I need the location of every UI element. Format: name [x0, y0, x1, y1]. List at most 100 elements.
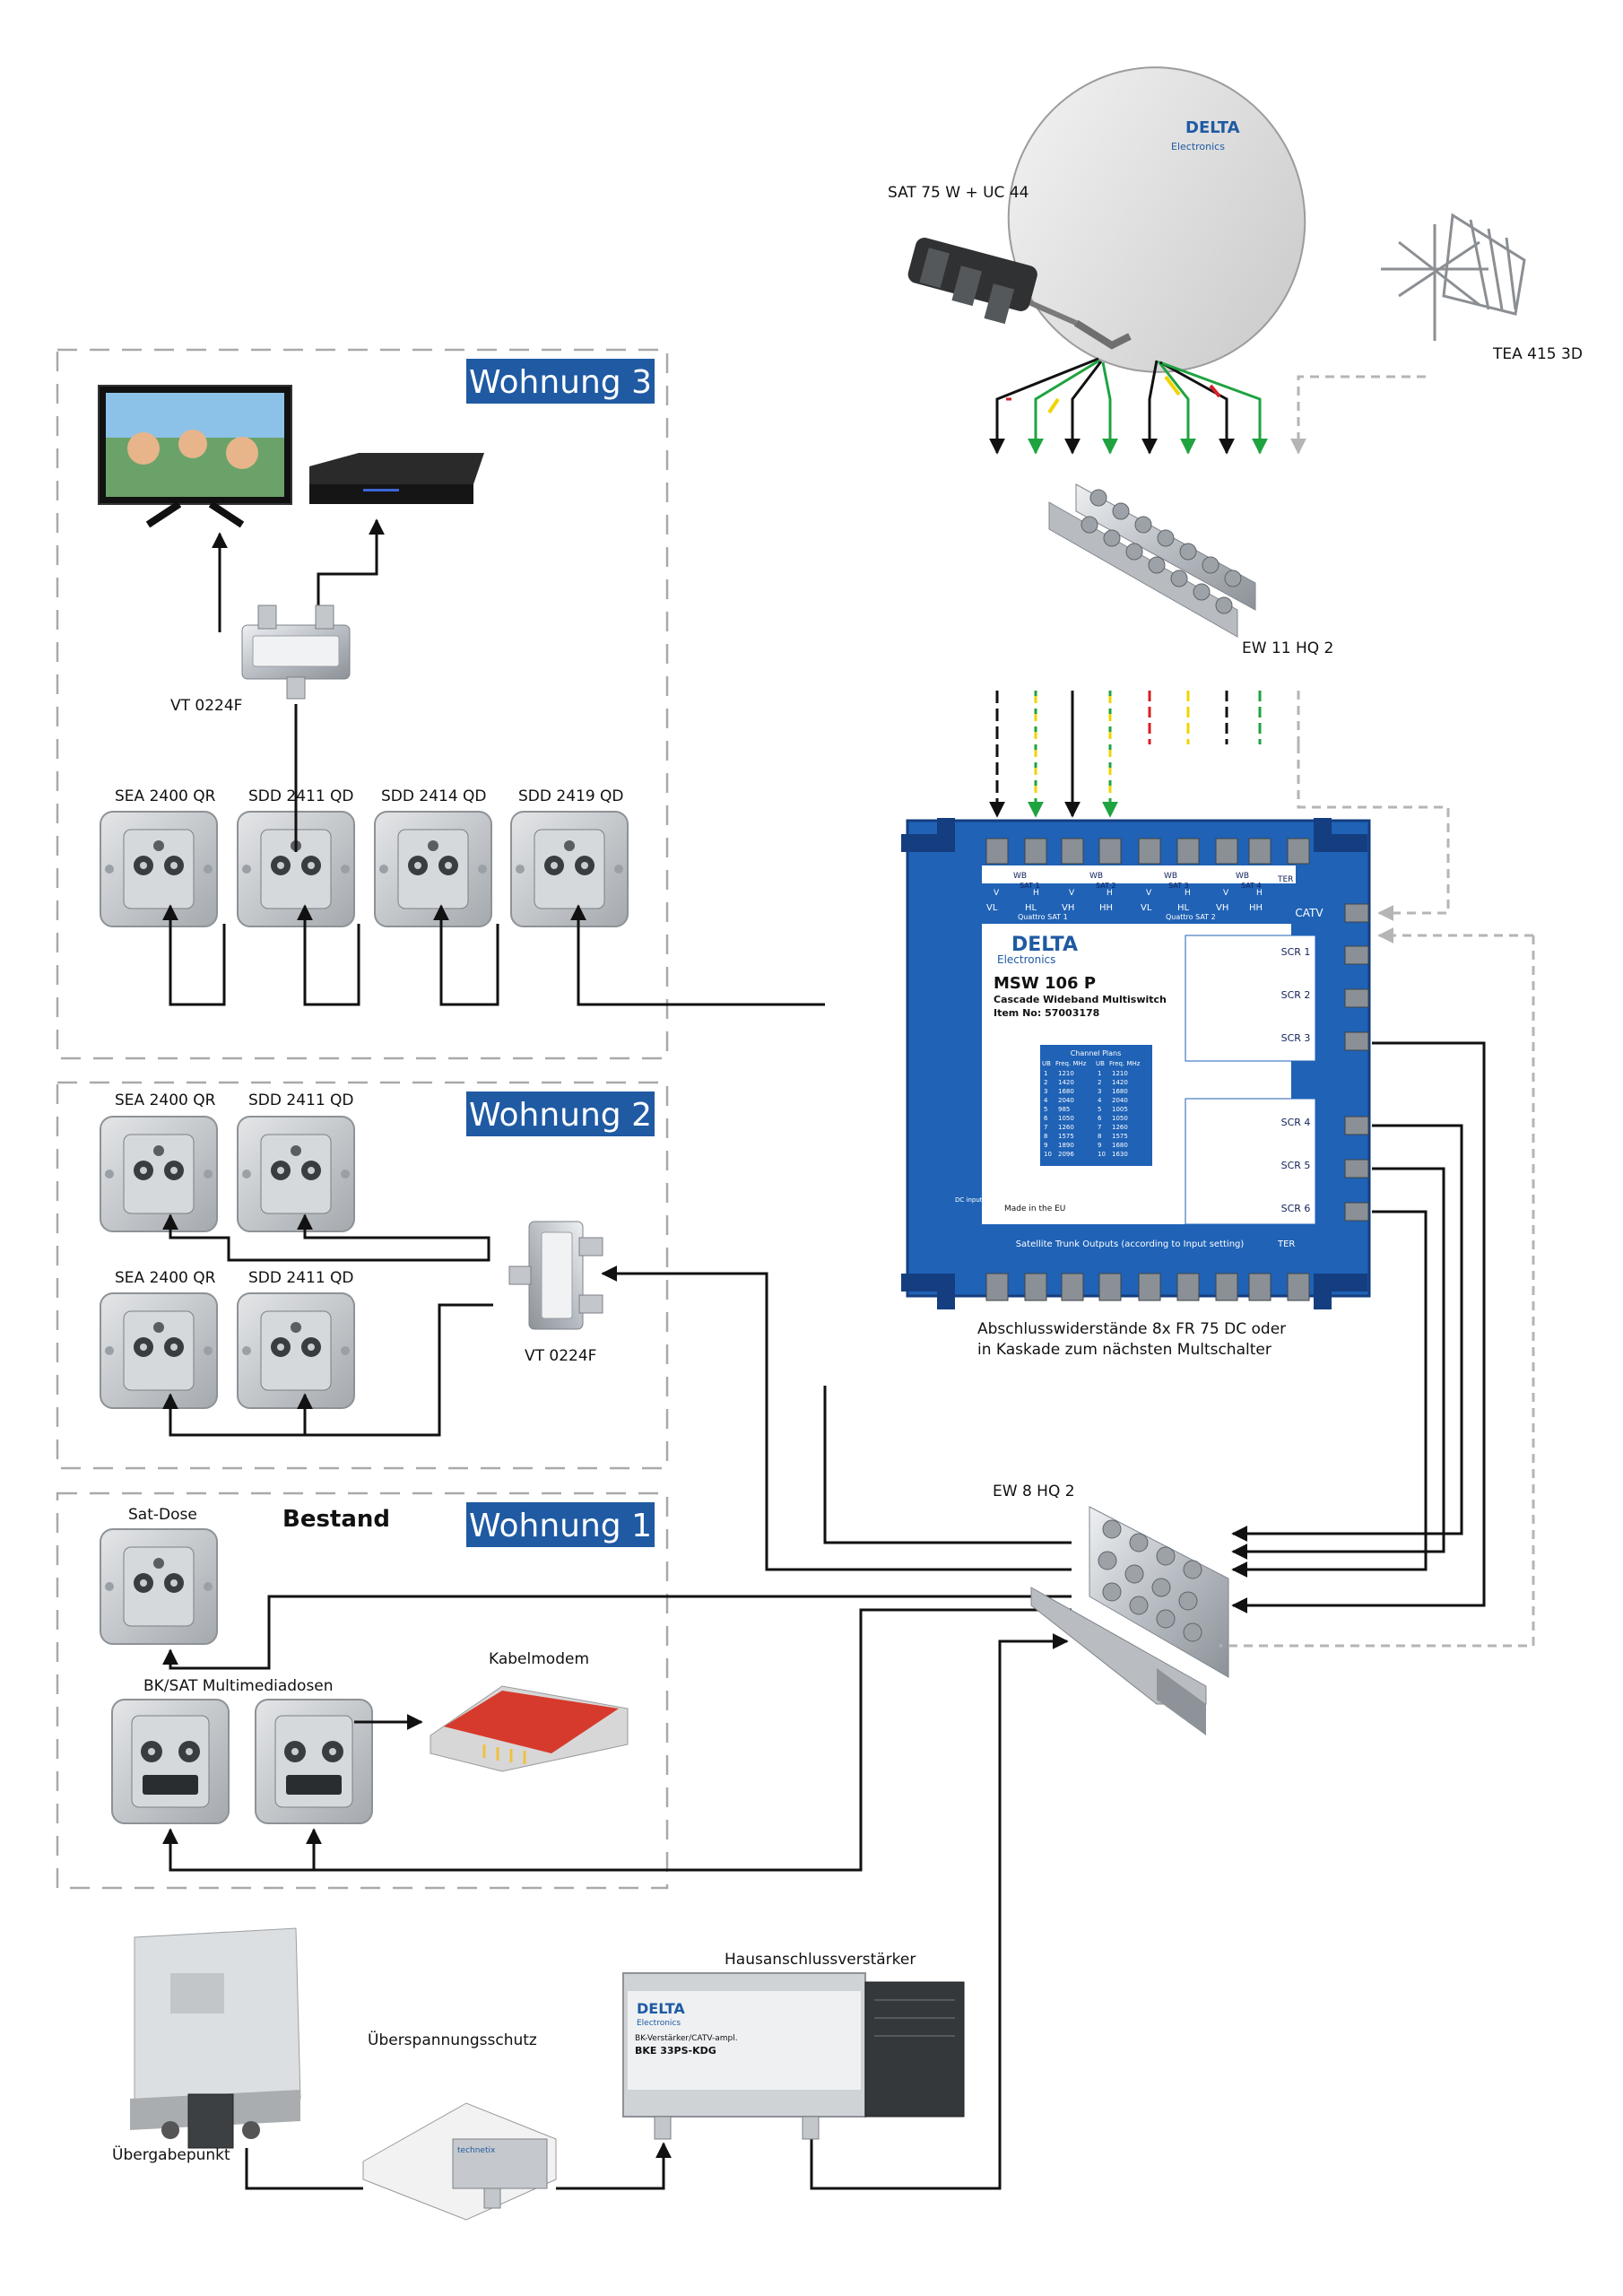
channel-plan-cell: 985 — [1058, 1106, 1070, 1113]
channel-plan-cell: 2 — [1044, 1079, 1047, 1086]
w2-outlet-label-1: SEA 2400 QR — [115, 1091, 216, 1109]
channel-plan-cell: 10 — [1044, 1151, 1052, 1158]
w3-outlet-1 — [100, 811, 218, 927]
terrestrial-antenna — [1381, 213, 1526, 341]
channel-plan-cell: 1260 — [1112, 1124, 1128, 1131]
ms-ter-bottom: TER — [1277, 1239, 1295, 1249]
w3-splitter-label: VT 0224F — [170, 697, 242, 715]
ms-quattro-5: HL — [1177, 903, 1190, 913]
lower-to-w3-cable — [823, 1386, 1072, 1544]
channel-plan-cell: 1 — [1044, 1070, 1047, 1077]
w1-mm-outlet-2 — [255, 1699, 373, 1824]
channel-plan-cell: 3 — [1044, 1088, 1047, 1095]
ms-quattro-group-1: Quattro SAT 1 — [1018, 913, 1068, 921]
lnb-cables — [989, 357, 1268, 455]
ms-top-label-2: WB — [1089, 872, 1103, 881]
handover-label: Übergabepunkt — [112, 2144, 230, 2164]
channel-plan-cell: 1680 — [1058, 1088, 1074, 1095]
handover-to-surge-cable — [245, 2148, 363, 2190]
channel-plan-cell: 1630 — [1112, 1151, 1128, 1158]
ms-scr-2: SCR 2 — [1281, 989, 1311, 1001]
ms-top-label-0: WB — [1013, 872, 1027, 881]
ms-pol-6: V — [1223, 889, 1229, 898]
ms-quattro-2: VH — [1062, 903, 1074, 913]
dish-logo-brand: DELTA — [1185, 118, 1240, 137]
multiswitch: WB SAT 1 WB SAT 2 WB SAT 3 WB SAT 4 TER … — [901, 818, 1371, 1309]
channel-plan-cell: 1210 — [1058, 1070, 1074, 1077]
ms-quattro-0: VL — [986, 903, 998, 913]
upper-splitter-block-label: EW 11 HQ 2 — [1242, 639, 1333, 657]
channel-plan-cell: 2 — [1098, 1079, 1101, 1086]
w1-mm-outlet-1 — [111, 1699, 230, 1824]
ms-top-label-3: SAT 2 — [1096, 882, 1116, 890]
channel-plan-cell: 2040 — [1112, 1097, 1128, 1104]
amp-brand: DELTA — [637, 2000, 685, 2017]
w3-outlet-3 — [374, 811, 492, 927]
tv-set — [98, 385, 292, 528]
channel-plan-cell: 9 — [1098, 1142, 1101, 1149]
w2-outlet-label-4: SDD 2411 QD — [248, 1269, 354, 1287]
ms-pol-5: H — [1185, 889, 1191, 898]
apartment-1-boundary — [56, 1492, 669, 1890]
w2-outlet-feeds — [162, 1213, 493, 1437]
ms-item-no: Item No: 57003178 — [994, 1007, 1099, 1019]
ms-top-label-7: SAT 4 — [1241, 882, 1262, 890]
amp-model: BKE 33PS-KDG — [635, 2045, 716, 2057]
ms-pol-4: V — [1146, 889, 1152, 898]
amp-brand-sub: Electronics — [637, 2019, 681, 2028]
ms-ch-h3: Freq. MHz — [1109, 1060, 1141, 1067]
w1-feeds — [162, 1595, 1072, 1872]
channel-plan-cell: 7 — [1044, 1124, 1047, 1131]
channel-plan-cell: 9 — [1044, 1142, 1047, 1149]
channel-plan-cell: 1050 — [1112, 1115, 1128, 1122]
ms-subtitle: Cascade Wideband Multiswitch — [994, 994, 1167, 1005]
channel-plan-cell: 6 — [1098, 1115, 1102, 1122]
cable-modem — [430, 1685, 629, 1772]
ms-quattro-6: VH — [1216, 903, 1228, 913]
ms-quattro-3: HH — [1099, 903, 1113, 913]
w3-outlet-label-3: SDD 2414 QD — [381, 787, 487, 805]
apartment-1-badge-text: Wohnung 1 — [469, 1508, 652, 1544]
surge-protector: technetix — [362, 2102, 557, 2221]
handover-box — [130, 1927, 301, 2149]
ms-top-label-4: WB — [1164, 872, 1177, 881]
amp-line1: BK-Verstärker/CATV-ampl. — [635, 2034, 738, 2043]
dish-logo: DELTA Electronics — [1171, 118, 1240, 152]
termination-label-line1: Abschlusswiderstände 8x FR 75 DC oder — [977, 1320, 1286, 1338]
ms-brand: DELTA — [1011, 934, 1078, 956]
scr-output-panel: SCR 1 SCR 2 SCR 3 SCR 4 SCR 5 SCR 6 — [1185, 903, 1369, 1225]
w3-outlet-label-2: SDD 2411 QD — [248, 787, 354, 805]
channel-plan-cell: 1680 — [1112, 1088, 1128, 1095]
ms-scr-1: SCR 1 — [1281, 946, 1311, 958]
satellite-dish: DELTA Electronics — [907, 66, 1306, 373]
w2-splitter — [508, 1221, 603, 1330]
w2-outlet-1 — [100, 1116, 218, 1232]
ms-scr-3: SCR 3 — [1281, 1032, 1311, 1044]
ms-channel-plans-title: Channel Plans — [1071, 1049, 1122, 1057]
w2-splitter-label: VT 0224F — [525, 1347, 596, 1365]
w2-outlet-2 — [237, 1116, 355, 1232]
dish-label: SAT 75 W + UC 44 — [888, 184, 1028, 202]
ms-ch-h0: UB — [1042, 1060, 1051, 1067]
apartment-3-boundary — [56, 348, 669, 1060]
ms-scr-6: SCR 6 — [1281, 1203, 1311, 1214]
w2-outlet-4 — [237, 1292, 355, 1409]
termination-label-line2: in Kaskade zum nächsten Multschalter — [977, 1341, 1271, 1359]
channel-plan-cell: 4 — [1098, 1097, 1102, 1104]
w3-outlet-label-1: SEA 2400 QR — [115, 787, 216, 805]
terrestrial-cable — [1290, 375, 1426, 455]
channel-plan-cell: 7 — [1098, 1124, 1101, 1131]
channel-plan-cell: 1005 — [1112, 1106, 1128, 1113]
trunk-cables — [989, 691, 1300, 818]
w1-multimedia-label: BK/SAT Multimediadosen — [143, 1677, 334, 1695]
dish-logo-sub: Electronics — [1171, 141, 1225, 152]
apartment-3-badge: Wohnung 3 — [466, 359, 655, 404]
channel-plan-cell: 1575 — [1112, 1133, 1128, 1140]
ms-pol-0: V — [994, 889, 1000, 898]
ter-cable — [1297, 744, 1450, 921]
channel-plan-cell: 10 — [1098, 1151, 1106, 1158]
ms-ch-h1: Freq. MHz — [1055, 1060, 1087, 1067]
surge-label: Überspannungsschutz — [368, 2030, 537, 2049]
surge-to-amp-cable — [556, 2142, 672, 2190]
apartment-3-badge-text: Wohnung 3 — [469, 364, 652, 401]
